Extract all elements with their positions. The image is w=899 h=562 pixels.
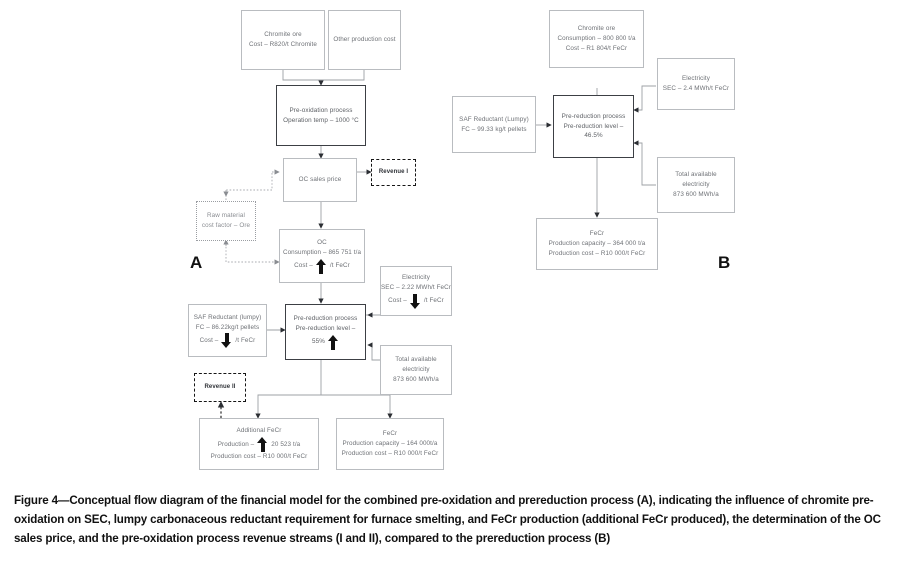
fecr-b-line1: FeCr — [589, 230, 605, 238]
oc-cost-label: Cost – — [294, 262, 313, 270]
oc-line2: Consumption – 865 751 t/a — [282, 249, 362, 256]
box-chromite-ore-a: Chromite ore Cost – R820/t Chromite — [241, 10, 325, 70]
pre-reduction-b-line1: Pre-reduction process — [561, 112, 626, 120]
box-saf-reductant-a: SAF Reductant (lumpy) FC – 86.22kg/t pel… — [188, 304, 267, 357]
additional-fecr-line3: Production cost – R10 000/t FeCr — [210, 453, 308, 460]
oc-line1: OC — [317, 239, 327, 247]
pre-reduction-a-line1: Pre-reduction process — [293, 315, 358, 323]
raw-material-line2: cost factor – Ore — [201, 222, 251, 229]
arrow-up-icon — [327, 334, 339, 350]
saf-reductant-b-line2: FC – 99.33 kg/t pellets — [461, 125, 527, 133]
chromite-ore-a-line1: Chromite ore — [264, 31, 302, 39]
pre-reduction-b-line2: Pre-reduction level – — [563, 122, 624, 130]
revenue-ii-label: Revenue II — [204, 383, 236, 390]
figure-caption: Figure 4—Conceptual flow diagram of the … — [14, 494, 881, 545]
box-oc: OC Consumption – 865 751 t/a Cost – /t F… — [279, 229, 365, 283]
box-total-available-electricity-a: Total available electricity 873 600 MWh/… — [380, 345, 452, 395]
electricity-b-line1: Electricity — [681, 75, 711, 83]
electricity-b-line2: SEC – 2.4 MWh/t FeCr — [662, 85, 730, 92]
saf-reductant-a-cost-row: Cost – /t FeCr — [192, 333, 263, 349]
fecr-b-line2: Production capacity – 364 000 t/a — [548, 240, 646, 248]
box-raw-material-cost-factor: Raw material cost factor – Ore — [196, 201, 256, 241]
box-pre-oxidation-process: Pre-oxidation process Operation temp – 1… — [276, 85, 366, 146]
total-electricity-a-line2: electricity — [402, 366, 430, 374]
electricity-a-line1: Electricity — [401, 274, 431, 282]
panel-b-label: B — [718, 253, 731, 272]
saf-reductant-b-line1: SAF Reductant (Lumpy) — [459, 115, 529, 123]
connector-lines — [217, 70, 656, 419]
pre-reduction-b-line3: 46.5% — [584, 132, 603, 140]
electricity-a-cost-row: Cost – /t FeCr — [384, 293, 448, 309]
pre-reduction-a-line2: Pre-reduction level – — [295, 325, 356, 332]
saf-reductant-a-line2: FC – 86.22kg/t pellets — [195, 323, 260, 331]
box-electricity-a: Electricity SEC – 2.22 MWh/t FeCr Cost –… — [380, 266, 452, 316]
total-electricity-b-line3: 873 600 MWh/a — [673, 190, 719, 198]
total-electricity-a-line1: Total available — [395, 356, 437, 364]
arrow-up-icon — [257, 437, 268, 452]
additional-fecr-production-value: 20 523 t/a — [271, 440, 301, 448]
box-total-available-electricity-b: Total available electricity 873 600 MWh/… — [657, 157, 735, 213]
total-electricity-a-line3: 873 600 MWh/a — [393, 375, 439, 383]
raw-material-line1: Raw material — [207, 212, 245, 220]
box-chromite-ore-b: Chromite ore Consumption – 800 800 t/a C… — [549, 10, 644, 68]
pre-oxidation-line1: Pre-oxidation process — [289, 106, 353, 114]
arrow-up-icon — [315, 258, 327, 274]
saf-reductant-a-cost-label: Cost – — [199, 336, 219, 344]
box-pre-reduction-process-b: Pre-reduction process Pre-reduction leve… — [553, 95, 634, 158]
total-electricity-b-line1: Total available — [675, 171, 717, 179]
fecr-a-line3: Production cost – R10 000/t FeCr — [341, 449, 439, 457]
other-production-cost-line1: Other production cost — [333, 36, 396, 44]
box-pre-reduction-process-a: Pre-reduction process Pre-reduction leve… — [285, 304, 366, 360]
electricity-a-cost-unit: /t FeCr — [423, 297, 444, 305]
box-other-production-cost: Other production cost — [328, 10, 401, 70]
pre-reduction-a-level: 55% — [312, 338, 325, 346]
figure-flow-diagram: A Chromite ore Cost – R820/t Chromite Ot… — [188, 10, 735, 470]
box-oc-sales-price: OC sales price — [283, 158, 357, 202]
box-revenue-i: Revenue I — [371, 159, 416, 186]
pre-oxidation-line2: Operation temp – 1000 °C — [283, 116, 359, 124]
revenue-i-label: Revenue I — [378, 168, 409, 175]
oc-cost-row: Cost – /t FeCr — [283, 258, 361, 274]
panel-a-label: A — [190, 253, 203, 272]
additional-fecr-production-row: Production – 20 523 t/a — [203, 437, 315, 452]
fecr-a-line1: FeCr — [382, 430, 398, 438]
additional-fecr-line1: Additional FeCr — [236, 427, 282, 435]
saf-reductant-a-cost-unit: /t FeCr — [235, 336, 256, 344]
electricity-a-cost-label: Cost – — [388, 297, 407, 305]
box-fecr-b: FeCr Production capacity – 364 000 t/a P… — [536, 218, 658, 270]
box-electricity-b: Electricity SEC – 2.4 MWh/t FeCr — [657, 58, 735, 110]
box-additional-fecr: Additional FeCr Production – 20 523 t/a … — [199, 418, 319, 470]
arrow-down-icon — [221, 333, 232, 349]
arrow-down-icon — [409, 293, 421, 309]
saf-reductant-a-line1: SAF Reductant (lumpy) — [193, 313, 262, 321]
chromite-ore-a-line2: Cost – R820/t Chromite — [249, 41, 317, 48]
oc-cost-unit: /t FeCr — [329, 262, 350, 270]
chromite-ore-b-line1: Chromite ore — [577, 25, 616, 33]
box-revenue-ii: Revenue II — [194, 373, 246, 402]
additional-fecr-production-label: Production – — [217, 440, 255, 448]
oc-sales-price-line1: OC sales price — [298, 176, 342, 184]
electricity-a-line2: SEC – 2.22 MWh/t FeCr — [381, 284, 451, 291]
pre-reduction-a-level-row: 55% — [289, 334, 362, 350]
chromite-ore-b-line2: Consumption – 800 800 t/a — [557, 35, 636, 43]
fecr-a-line2: Production capacity – 164 000t/a — [342, 440, 438, 448]
fecr-b-line3: Production cost – R10 000/t FeCr — [548, 249, 646, 257]
chromite-ore-b-line3: Cost – R1 804/t FeCr — [565, 44, 628, 52]
box-fecr-a: FeCr Production capacity – 164 000t/a Pr… — [336, 418, 444, 470]
total-electricity-b-line2: electricity — [682, 181, 710, 189]
box-saf-reductant-b: SAF Reductant (Lumpy) FC – 99.33 kg/t pe… — [452, 96, 536, 153]
